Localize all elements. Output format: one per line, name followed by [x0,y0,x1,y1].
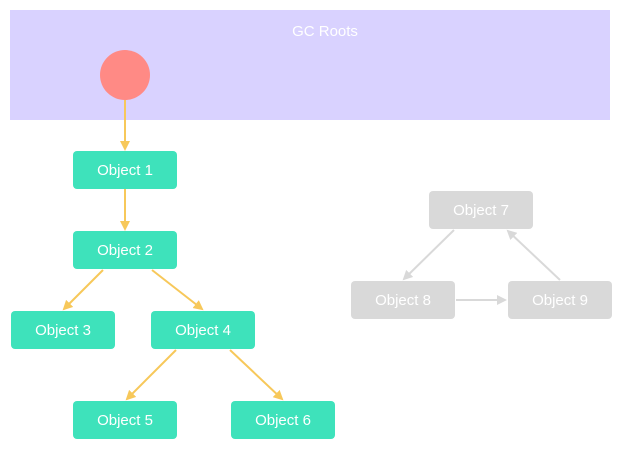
node-box-obj7 [429,191,533,229]
node-box-obj6 [231,401,335,439]
edges-layer [62,100,561,401]
node-label-obj3: Object 3 [35,322,91,339]
edge-obj2-to-obj4 [151,269,204,311]
node-obj3: Object 3 [11,311,115,349]
node-label-obj9: Object 9 [532,292,588,309]
node-label-obj1: Object 1 [97,162,153,179]
node-label-obj2: Object 2 [97,242,153,259]
gc-roots-label: GC Roots [292,23,358,40]
node-box-obj3 [11,311,115,349]
node-box-obj2 [73,231,177,269]
node-box-obj8 [351,281,455,319]
node-obj2: Object 2 [73,231,177,269]
node-label-obj7: Object 7 [453,202,509,219]
edge-obj4-to-obj6 [229,349,284,401]
node-obj1: Object 1 [73,151,177,189]
node-obj8: Object 8 [351,281,455,319]
node-obj9: Object 9 [508,281,612,319]
node-box-obj5 [73,401,177,439]
node-box-obj4 [151,311,255,349]
node-label-obj8: Object 8 [375,292,431,309]
gc-root-node [100,50,150,100]
edge-obj7-to-obj8 [402,229,455,281]
node-obj6: Object 6 [231,401,335,439]
edge-obj4-to-obj5 [125,349,177,401]
node-label-obj6: Object 6 [255,412,311,429]
node-obj7: Object 7 [429,191,533,229]
nodes-layer: Object 1 Object 2 Object 3 Object 4 Object 5… [11,151,612,439]
node-obj4: Object 4 [151,311,255,349]
node-obj5: Object 5 [73,401,177,439]
node-box-obj1 [73,151,177,189]
edge-obj2-to-obj3 [62,269,104,311]
edge-obj9-to-obj7 [506,229,561,281]
node-label-obj5: Object 5 [97,412,153,429]
node-box-obj9 [508,281,612,319]
node-label-obj4: Object 4 [175,322,231,339]
